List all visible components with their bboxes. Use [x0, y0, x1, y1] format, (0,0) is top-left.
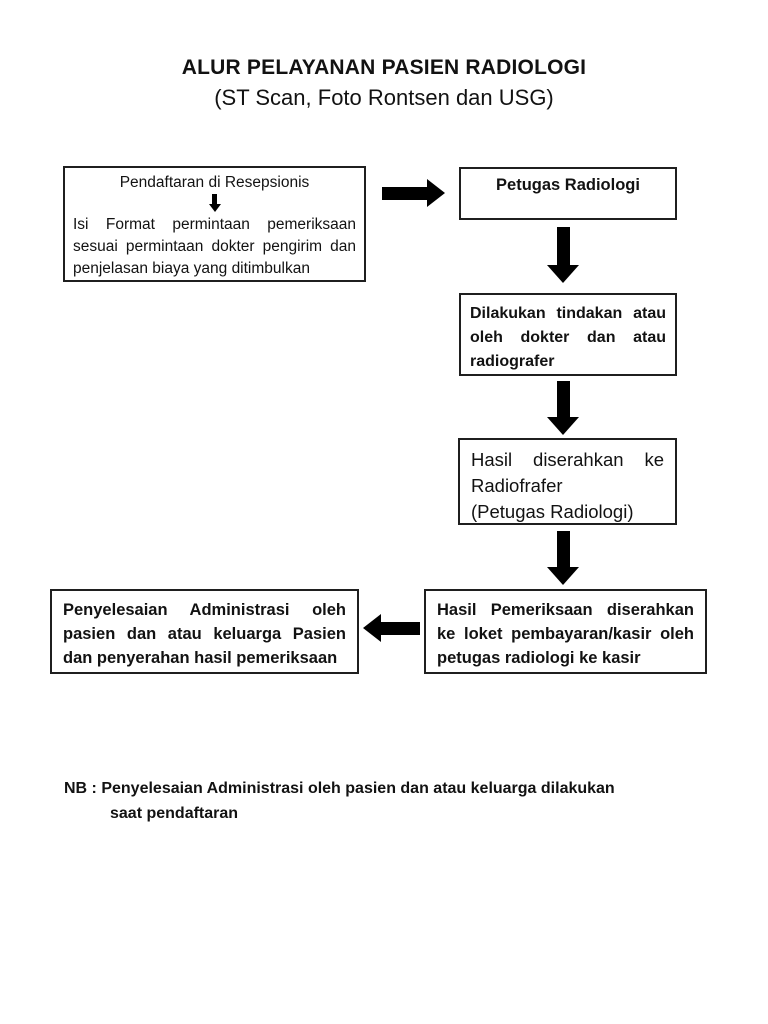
registration-box: Pendaftaran di Resepsionis Isi Format pe… [63, 166, 366, 282]
handover-text-line: (Petugas Radiologi) [471, 501, 634, 522]
radiology-officer-label: Petugas Radiologi [496, 176, 640, 194]
page-title: ALUR PELAYANAN PASIEN RADIOLOGI [181, 56, 587, 79]
small-arrow-shaft [212, 194, 217, 204]
arrow-shaft [382, 186, 427, 200]
footnote-line: NB : Penyelesaian Administrasi oleh pasi… [64, 780, 615, 797]
registration-text-line: sesuai permintaan dokter pengirim dan [73, 238, 356, 255]
arrow-left-icon [363, 614, 420, 642]
payment-text-line: ke loket pembayaran/kasir oleh [437, 625, 694, 643]
registration-box-text: Isi Format permintaan pemeriksaan sesuai… [73, 214, 356, 280]
arrow-head [547, 265, 579, 283]
admin-settlement-box: Penyelesaian Administrasi oleh pasien da… [50, 589, 359, 674]
result-handover-box: Hasil diserahkan ke Radiofrafer (Petugas… [458, 438, 677, 525]
footnote: NB : Penyelesaian Administrasi oleh pasi… [64, 776, 704, 826]
arrow-down-icon [546, 381, 580, 435]
small-arrow-down-icon [208, 194, 221, 212]
handover-text-line: Radiofrafer [471, 475, 563, 496]
admin-text-line: pasien dan atau keluarga Pasien [63, 625, 346, 643]
payment-box: Hasil Pemeriksaan diserahkan ke loket pe… [424, 589, 707, 674]
radiology-officer-box: Petugas Radiologi [459, 167, 677, 220]
arrow-head [363, 614, 381, 642]
action-text-line: Dilakukan tindakan atau [470, 305, 666, 322]
handover-text-line: Hasil diserahkan ke [471, 449, 664, 470]
registration-text-line: penjelasan biaya yang ditimbulkan [73, 260, 310, 277]
arrow-shaft [556, 531, 570, 567]
payment-text-line: Hasil Pemeriksaan diserahkan [437, 601, 694, 619]
arrow-right-icon [382, 179, 445, 207]
arrow-shaft [556, 227, 570, 265]
arrow-down-icon [546, 531, 580, 585]
action-box: Dilakukan tindakan atau oleh dokter dan … [459, 293, 677, 376]
arrow-head [547, 417, 579, 435]
admin-text-line: Penyelesaian Administrasi oleh [63, 601, 346, 619]
small-arrow-head [208, 204, 221, 212]
arrow-head [547, 567, 579, 585]
admin-text-line: dan penyerahan hasil pemeriksaan [63, 649, 338, 667]
registration-box-heading: Pendaftaran di Resepsionis [119, 174, 310, 191]
registration-text-line: Isi Format permintaan pemeriksaan [73, 216, 356, 233]
payment-text-line: petugas radiologi ke kasir [437, 649, 641, 667]
page-subtitle: (ST Scan, Foto Rontsen dan USG) [214, 85, 554, 110]
action-text-line: oleh dokter dan atau [470, 329, 666, 346]
arrow-head [427, 179, 445, 207]
footnote-line: saat pendaftaran [110, 805, 239, 822]
arrow-shaft [556, 381, 570, 417]
action-text-line: radiografer [470, 353, 555, 370]
arrow-shaft [381, 621, 420, 635]
arrow-down-icon [546, 227, 580, 283]
